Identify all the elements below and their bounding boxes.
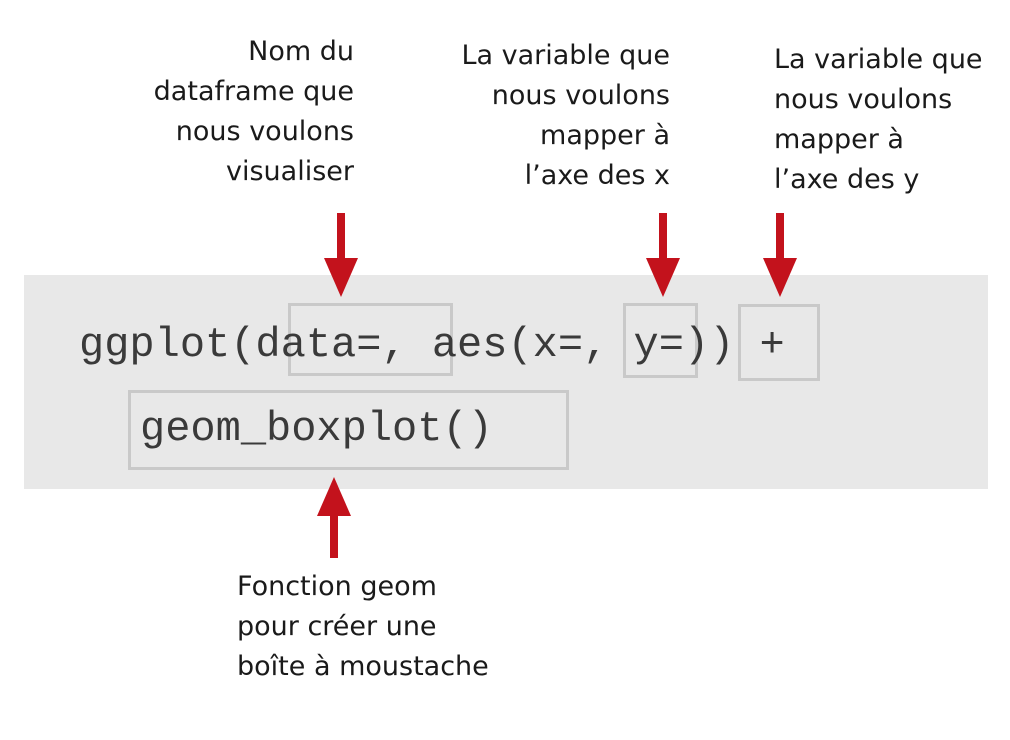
data-argument-highlight (288, 303, 453, 376)
annotation-line: mapper à (774, 124, 904, 155)
y-variable-annotation: La variable que nous voulons mapper à l’… (774, 40, 983, 200)
annotation-line: l’axe des x (524, 160, 670, 191)
geom-function-highlight (128, 390, 569, 470)
annotation-line: Nom du (248, 36, 354, 67)
annotation-line: boîte à moustache (237, 651, 489, 682)
code-background (24, 275, 988, 489)
arrow-down-icon (646, 213, 680, 297)
code-line-geom: geom_boxplot() (140, 405, 493, 453)
dataframe-annotation: Nom du dataframe que nous voulons visual… (154, 32, 354, 192)
annotation-line: nous voulons (774, 84, 953, 115)
annotation-line: Fonction geom (237, 571, 437, 602)
x-variable-annotation: La variable que nous voulons mapper à l’… (461, 36, 670, 196)
geom-annotation: Fonction geom pour créer une boîte à mou… (237, 567, 489, 687)
annotation-line: pour créer une (237, 611, 437, 642)
annotation-line: La variable que (774, 44, 983, 75)
annotation-line: nous voulons (491, 80, 670, 111)
annotation-line: dataframe que (153, 76, 354, 107)
x-argument-highlight (623, 303, 698, 378)
annotation-line: l’axe des y (774, 164, 920, 195)
y-argument-highlight (738, 304, 820, 381)
arrow-down-icon (324, 213, 358, 297)
annotation-line: visualiser (226, 156, 354, 187)
arrow-up-icon (317, 477, 351, 558)
annotation-line: nous voulons (175, 116, 354, 147)
annotation-line: mapper à (540, 120, 670, 151)
annotation-line: La variable que (461, 40, 670, 71)
arrow-down-icon (763, 213, 797, 297)
code-line-ggplot: ggplot(data=, aes(x=, y=)) + (79, 321, 785, 369)
